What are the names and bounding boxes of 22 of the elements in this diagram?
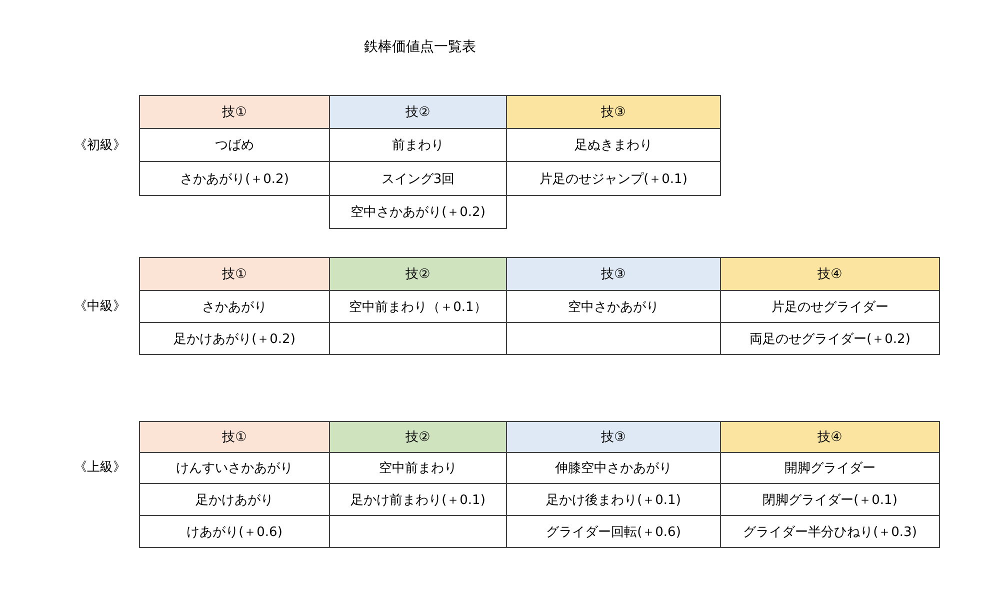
header-cell: 技②	[329, 257, 507, 291]
header-cell: 技②	[329, 421, 507, 453]
table-cell: 空中さかあがり(＋0.2)	[329, 195, 507, 229]
header-cell: 技③	[506, 257, 721, 291]
header-cell: 技①	[139, 257, 330, 291]
header-cell: 技④	[720, 257, 940, 291]
header-cell: 技③	[506, 421, 721, 453]
header-cell: 技④	[720, 421, 940, 453]
header-cell: 技①	[139, 95, 330, 129]
title: 鉄棒価値点一覧表	[364, 38, 476, 56]
table-cell: グライダー半分ひねり(＋0.3)	[720, 515, 940, 548]
table-cell: けあがり(＋0.6)	[139, 515, 330, 548]
table-cell: さかあがり(＋0.2)	[139, 161, 330, 196]
header-cell: 技③	[506, 95, 721, 129]
table-cell: 足かけあがり(＋0.2)	[139, 322, 330, 355]
table-cell: 両足のせグライダー(＋0.2)	[720, 322, 940, 355]
header-cell: 技①	[139, 421, 330, 453]
table-cell: 片足のせジャンプ(＋0.1)	[506, 161, 721, 196]
header-cell: 技②	[329, 95, 507, 129]
level-label: 《初級》	[74, 137, 126, 154]
level-label: 《上級》	[74, 459, 126, 476]
level-label: 《中級》	[74, 298, 126, 315]
